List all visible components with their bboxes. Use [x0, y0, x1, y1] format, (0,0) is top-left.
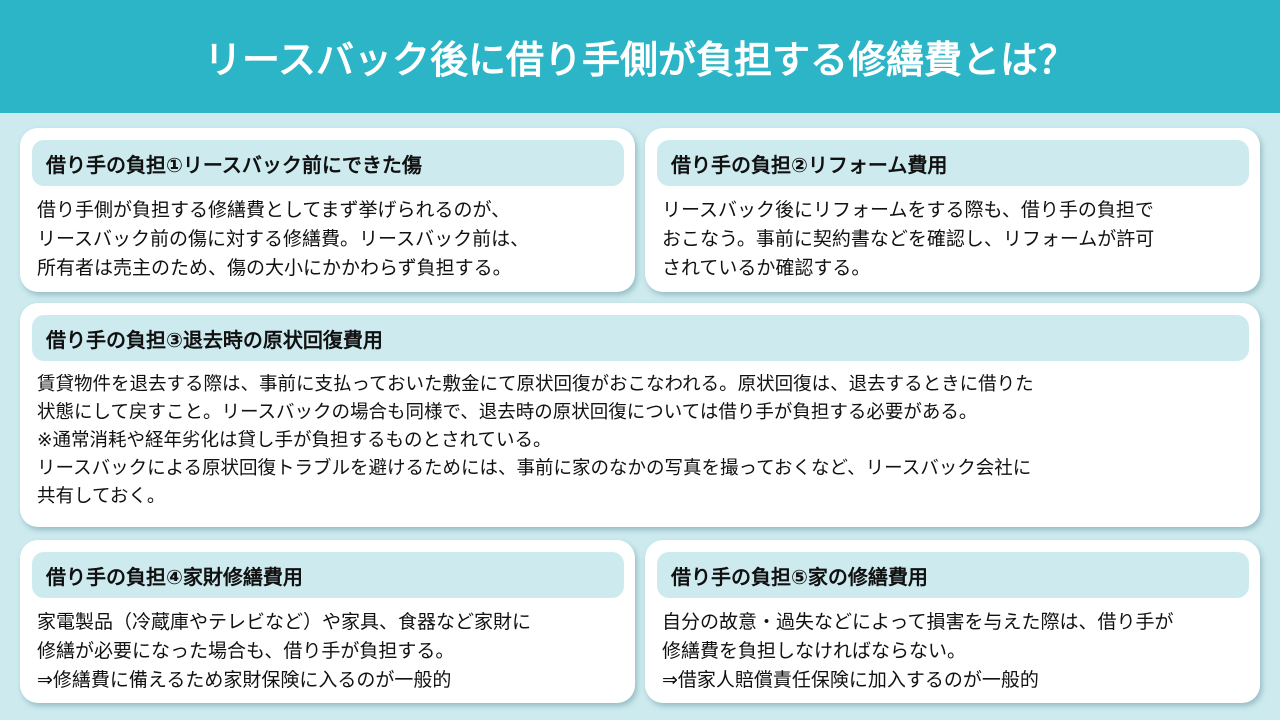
card-house-repair: 借り手の負担⑤家の修繕費用 自分の故意・過失などによって損害を与えた際は、借り手…	[645, 540, 1260, 703]
card-heading: 借り手の負担②リフォーム費用	[657, 140, 1249, 186]
card-heading: 借り手の負担⑤家の修繕費用	[657, 552, 1249, 598]
card-body: リースバック後にリフォームをする際も、借り手の負担で おこなう。事前に契約書など…	[662, 199, 1155, 279]
card-restoration-cost: 借り手の負担③退去時の原状回復費用 賃貸物件を退去する際は、事前に支払っておいた…	[20, 303, 1260, 527]
card-renovation-cost: 借り手の負担②リフォーム費用 リースバック後にリフォームをする際も、借り手の負担…	[645, 128, 1260, 292]
card-body: 賃貸物件を退去する際は、事前に支払っておいた敷金にて原状回復がおこなわれる。原状…	[37, 374, 1034, 507]
card-heading: 借り手の負担④家財修繕費用	[32, 552, 624, 598]
card-before-leaseback-damage: 借り手の負担①リースバック前にできた傷 借り手側が負担する修繕費としてまず挙げら…	[20, 128, 635, 292]
card-body: 家電製品（冷蔵庫やテレビなど）や家具、食器など家財に 修繕が必要になった場合も、…	[37, 611, 532, 691]
page-title: リースバック後に借り手側が負担する修繕費とは？	[203, 38, 1077, 82]
title-banner: リースバック後に借り手側が負担する修繕費とは？	[0, 0, 1280, 113]
card-heading: 借り手の負担③退去時の原状回復費用	[32, 315, 1249, 361]
card-body: 借り手側が負担する修繕費としてまず挙げられるのが、 リースバック前の傷に対する修…	[37, 199, 530, 279]
card-heading: 借り手の負担①リースバック前にできた傷	[32, 140, 624, 186]
card-body: 自分の故意・過失などによって損害を与えた際は、借り手が 修繕費を負担しなければな…	[662, 611, 1174, 691]
card-household-goods-repair: 借り手の負担④家財修繕費用 家電製品（冷蔵庫やテレビなど）や家具、食器など家財に…	[20, 540, 635, 703]
